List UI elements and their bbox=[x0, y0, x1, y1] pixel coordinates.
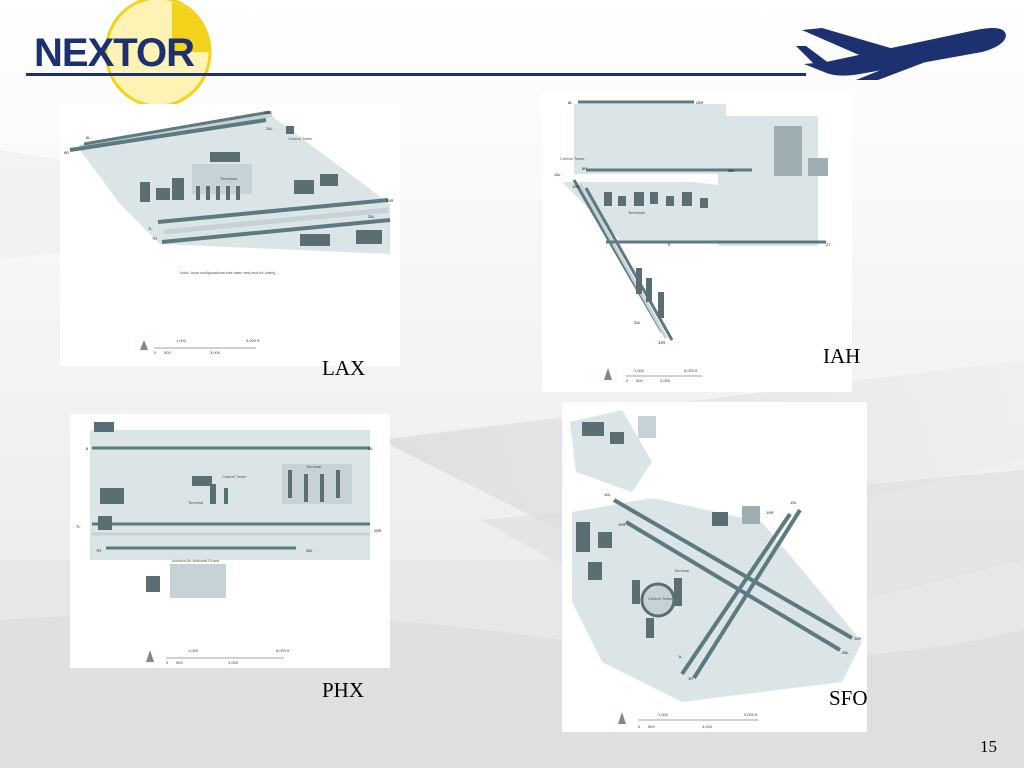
phx-runway-label: 7L bbox=[76, 524, 81, 529]
sfo-map-panel: 10L 10R 19R 19L 28R 28L 1L 1R Control To… bbox=[562, 402, 867, 732]
airport-code-lax: LAX bbox=[322, 356, 366, 380]
lax-runway-label: 7L bbox=[148, 226, 153, 231]
phx-guard-label: Arizona Air National Guard bbox=[172, 558, 219, 563]
airport-code-iah: IAH bbox=[823, 344, 861, 368]
sfo-scale-tick: 1,000 bbox=[658, 712, 669, 717]
lax-scale-tick: 5,000 ft bbox=[246, 338, 260, 343]
iah-runway-label: 15R bbox=[572, 184, 579, 189]
iah-scale-tick: 0 bbox=[626, 378, 629, 383]
phx-airport-map: 8 26 7L 25R 7R 25L Control Tower Termina… bbox=[76, 422, 381, 665]
iah-scale-tick: 500 bbox=[636, 378, 643, 383]
phx-runway-label: 25R bbox=[374, 528, 381, 533]
sfo-runway-label: 1L bbox=[678, 654, 683, 659]
lax-runway-label: 6L bbox=[86, 135, 91, 140]
lax-runway-label: 25L bbox=[368, 214, 375, 219]
iah-runway-label: 15L bbox=[554, 172, 561, 177]
iah-airport-map: 8L 26R 8R 26L 15L 15R 33L 33R 9 27 Contr… bbox=[554, 100, 831, 383]
iah-runway-label: 26L bbox=[728, 168, 735, 173]
lax-runway-label: 24L bbox=[266, 126, 273, 131]
phx-runway-label: 7R bbox=[96, 548, 101, 553]
airport-code-phx: PHX bbox=[322, 678, 365, 702]
lax-runway-label: 24R bbox=[264, 110, 271, 115]
lax-runway-label: 25R bbox=[386, 198, 393, 203]
lax-airport-map: 24R 24L 6L 6R 25R 25L 7L 7R Control Towe… bbox=[64, 110, 393, 355]
north-arrow-icon bbox=[140, 340, 148, 350]
lax-scale-tick: 0 bbox=[154, 350, 157, 355]
phx-runway-label: 25L bbox=[306, 548, 313, 553]
sfo-airport-map: 10L 10R 19R 19L 28R 28L 1L 1R Control To… bbox=[570, 410, 862, 729]
sfo-scale-tick: 0 bbox=[638, 724, 641, 729]
phx-map-panel: 8 26 7L 25R 7R 25L Control Tower Termina… bbox=[70, 414, 390, 668]
airplane-icon bbox=[796, 28, 1006, 80]
sfo-runway-label: 19R bbox=[766, 510, 773, 515]
page-number: 15 bbox=[980, 737, 997, 756]
lax-map-panel: 24R 24L 6L 6R 25R 25L 7L 7R Control Towe… bbox=[60, 104, 400, 366]
iah-scale-tick: 5,000 ft bbox=[684, 368, 698, 373]
sfo-runway-label: 10R bbox=[618, 522, 625, 527]
airport-code-sfo: SFO bbox=[829, 686, 868, 710]
sfo-runway-label: 28R bbox=[854, 636, 861, 641]
iah-runway-label: 27 bbox=[826, 242, 831, 247]
sfo-scale-tick: 3,000 bbox=[702, 724, 713, 729]
phx-scale-tick: 500 bbox=[176, 660, 183, 665]
sfo-runway-label: 10L bbox=[604, 492, 611, 497]
iah-runway-label: 33R bbox=[658, 340, 665, 345]
lax-scale-tick: 1,000 bbox=[176, 338, 187, 343]
iah-runway-label: 26R bbox=[696, 100, 703, 105]
lax-scale-tick: 3,000 bbox=[210, 350, 221, 355]
phx-terminal-label: Terminal bbox=[188, 500, 203, 505]
lax-runway-label: 7R bbox=[152, 236, 157, 241]
phx-scale-tick: 5,000 ft bbox=[276, 648, 290, 653]
iah-terminals-label: Terminals bbox=[628, 210, 645, 215]
iah-map-panel: 8L 26R 8R 26L 15L 15R 33L 33R 9 27 Contr… bbox=[542, 92, 852, 392]
iah-tower-label: Control Tower bbox=[560, 156, 585, 161]
north-arrow-icon bbox=[604, 368, 612, 380]
phx-scale-tick: 1,000 bbox=[188, 648, 199, 653]
header-rule bbox=[26, 73, 806, 76]
sfo-tower-label: Control Tower bbox=[648, 596, 673, 601]
lax-runway-label: 6R bbox=[64, 150, 69, 155]
lax-scale-tick: 500 bbox=[164, 350, 171, 355]
north-arrow-icon bbox=[618, 712, 626, 724]
iah-runway-label: 33L bbox=[634, 320, 641, 325]
sfo-runway-label: 19L bbox=[790, 500, 797, 505]
phx-scale-tick: 3,000 bbox=[228, 660, 239, 665]
iah-runway-label: 9 bbox=[668, 242, 671, 247]
lax-terminals-label: Terminals bbox=[220, 176, 237, 181]
iah-scale-tick: 1,000 bbox=[634, 368, 645, 373]
sfo-scale-tick: 5,000 ft bbox=[744, 712, 758, 717]
sfo-runway-label: 1R bbox=[688, 676, 693, 681]
iah-runway-label: 8L bbox=[568, 100, 573, 105]
iah-scale-tick: 3,000 bbox=[660, 378, 671, 383]
phx-runway-label: 26 bbox=[368, 446, 373, 451]
sfo-runway-label: 28L bbox=[842, 650, 849, 655]
nextor-logo-text: NEXTOR bbox=[34, 31, 195, 75]
sfo-terminal-label: Terminal bbox=[674, 568, 689, 573]
iah-runway-label: 8R bbox=[582, 166, 587, 171]
lax-tower-label: Control Tower bbox=[288, 136, 313, 141]
north-arrow-icon bbox=[146, 650, 154, 662]
phx-runway-label: 8 bbox=[86, 446, 89, 451]
phx-tower-label: Control Tower bbox=[222, 474, 247, 479]
lax-note: Note: Area configurations has been reduc… bbox=[180, 270, 275, 275]
phx-scale-tick: 0 bbox=[166, 660, 169, 665]
phx-terminal-label: Terminal bbox=[306, 464, 321, 469]
sfo-scale-tick: 500 bbox=[648, 724, 655, 729]
